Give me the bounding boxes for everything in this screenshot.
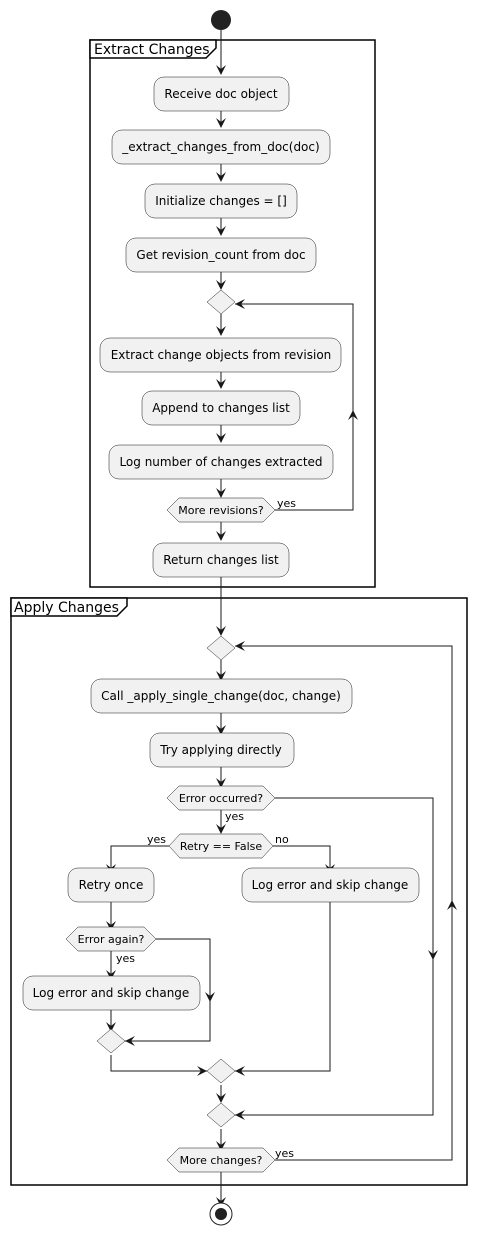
label-error-again-yes: yes [116,952,135,965]
flow-lines [106,30,457,1207]
merge-diamond-error-again [96,1028,126,1054]
activity-log-change-count: Log number of changes extracted [108,444,334,480]
activity-get-revision-count: Get revision_count from doc [125,237,317,273]
end-node [209,1202,233,1226]
partition-apply-changes: Apply Changes [10,597,468,1186]
activity-receive-doc: Receive doc object [153,76,290,112]
activity-extract-change-objects: Extract change objects from revision [99,337,342,373]
partition-extract-changes: Extract Changes [89,39,376,588]
label-more-revisions-yes: yes [277,497,296,510]
svg-text:Log error and skip change: Log error and skip change [252,878,409,892]
decision-error-occurred: Error occurred? [166,785,276,811]
svg-text:Append to changes list: Append to changes list [152,401,290,415]
label-retry-no: no [275,833,289,846]
activity-apply-single-change: Call _apply_single_change(doc, change) [90,678,353,714]
activity-extract-changes-call: _extract_changes_from_doc(doc) [111,129,331,165]
svg-text:Retry == False: Retry == False [180,840,263,853]
activity-return-changes: Return changes list [152,542,290,578]
activity-log-skip-yes: Log error and skip change [22,975,201,1011]
svg-text:_extract_changes_from_doc(doc): _extract_changes_from_doc(doc) [121,140,319,154]
svg-text:Log error and skip change: Log error and skip change [33,986,190,1000]
svg-text:Error again?: Error again? [78,933,145,946]
svg-text:Receive doc object: Receive doc object [164,87,277,101]
svg-text:Retry once: Retry once [79,878,144,892]
decision-retry-false: Retry == False [168,833,274,859]
svg-text:More revisions?: More revisions? [178,504,264,517]
activity-log-skip-no: Log error and skip change [241,867,420,903]
decision-error-again: Error again? [65,926,157,952]
decision-more-changes: More changes? [166,1147,276,1173]
activity-initialize-changes: Initialize changes = [] [144,183,298,219]
label-error-occurred-yes: yes [225,810,244,823]
svg-text:Extract change objects from re: Extract change objects from revision [111,348,332,362]
activity-append-changes: Append to changes list [141,390,301,426]
partition-extract-title: Extract Changes [94,42,210,58]
start-node [211,10,231,30]
merge-diamond-changes [206,635,236,661]
svg-text:More changes?: More changes? [180,1154,263,1167]
svg-text:Return changes list: Return changes list [163,553,279,567]
label-more-changes-yes: yes [275,1147,294,1160]
svg-text:Call _apply_single_change(doc,: Call _apply_single_change(doc, change) [101,689,341,703]
svg-text:Log number of changes extracte: Log number of changes extracted [119,455,322,469]
svg-text:Try applying directly: Try applying directly [159,743,282,757]
svg-text:Initialize changes = []: Initialize changes = [] [155,194,287,208]
activity-try-direct: Try applying directly [149,732,295,768]
label-retry-yes: yes [147,833,166,846]
svg-text:Get revision_count from doc: Get revision_count from doc [136,248,305,262]
decision-more-revisions: More revisions? [166,497,276,523]
activity-retry-once: Retry once [67,867,155,903]
merge-diamond-error [206,1102,236,1128]
merge-diamond-retry [206,1058,236,1084]
partition-apply-title: Apply Changes [14,600,119,616]
merge-diamond-revisions [206,289,236,315]
svg-text:Error occurred?: Error occurred? [179,792,263,805]
